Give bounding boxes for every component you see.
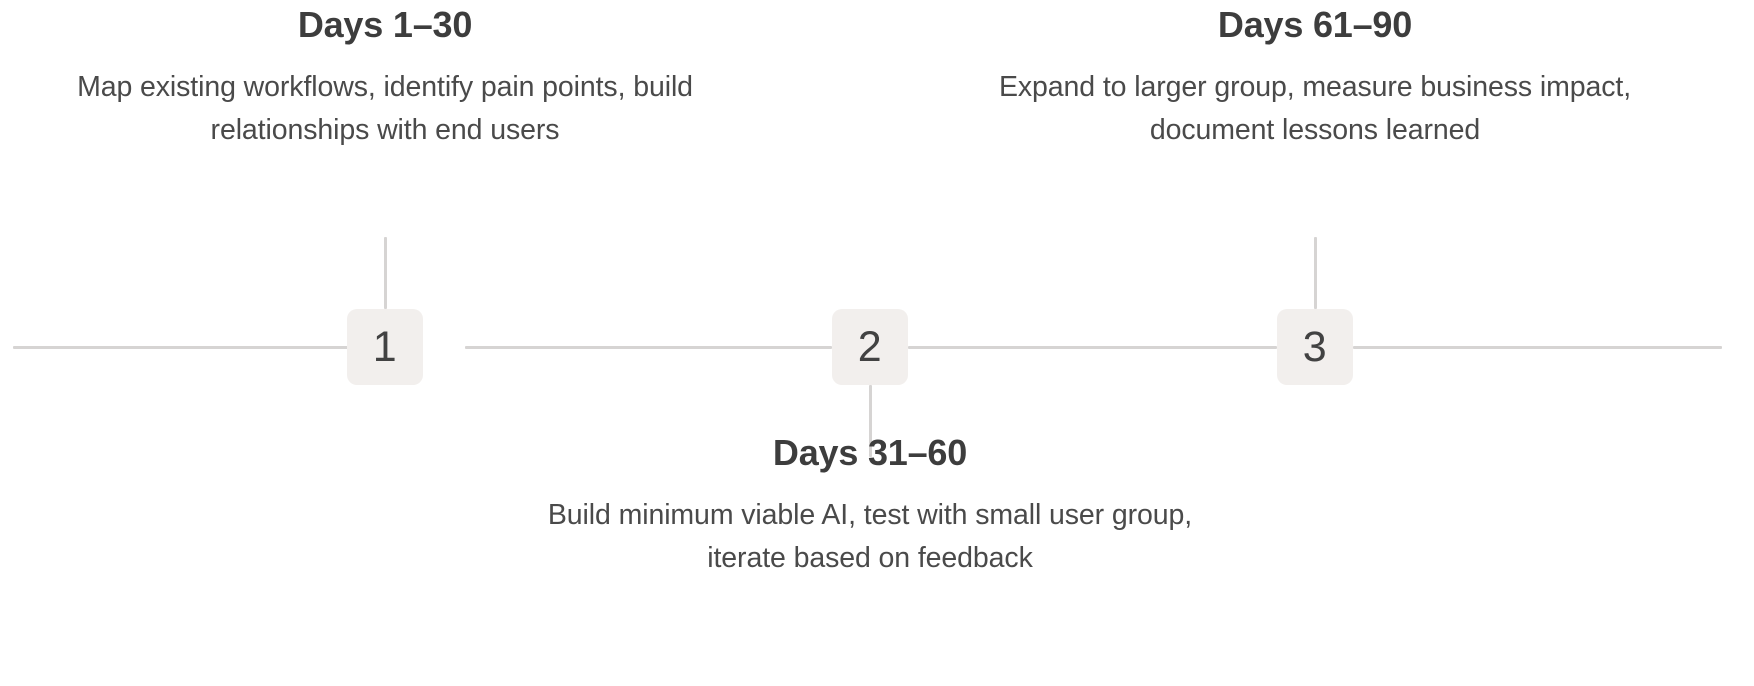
milestone-3-description: Expand to larger group, measure business… (998, 71, 1632, 146)
milestone-3-text-block: Days 61–90 Expand to larger group, measu… (970, 4, 1660, 151)
milestone-1-connector-stem (384, 237, 387, 309)
milestone-marker-2[interactable]: 2 (832, 309, 908, 385)
milestone-1-heading: Days 1–30 (297, 4, 473, 45)
milestone-1-text-block: Days 1–30 Map existing workflows, identi… (40, 4, 730, 151)
milestone-2-connector-stem (869, 385, 872, 457)
milestone-1-number: 1 (372, 322, 398, 371)
milestone-3-connector-stem (1314, 237, 1317, 309)
milestone-3-number: 3 (1302, 322, 1328, 371)
timeline-axis-segment-left (13, 346, 389, 349)
milestone-marker-3[interactable]: 3 (1277, 309, 1353, 385)
timeline-axis-segment-1-2 (465, 346, 832, 349)
milestone-2-description: Build minimum viable AI, test with small… (547, 499, 1193, 574)
timeline-axis-segment-2-3 (908, 346, 1277, 349)
milestone-2-text-block: Days 31–60 Build minimum viable AI, test… (525, 432, 1215, 579)
milestone-marker-1[interactable]: 1 (347, 309, 423, 385)
milestone-2-number: 2 (857, 322, 883, 371)
milestone-3-heading: Days 61–90 (1217, 4, 1413, 45)
milestone-1-description: Map existing workflows, identify pain po… (77, 71, 693, 146)
timeline-axis-segment-right (1353, 346, 1722, 349)
milestone-2-heading: Days 31–60 (772, 432, 968, 473)
